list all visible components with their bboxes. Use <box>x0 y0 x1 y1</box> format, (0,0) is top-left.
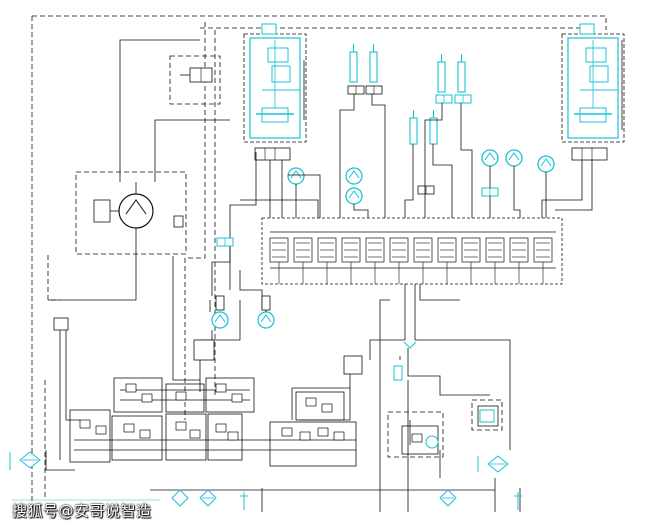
filters-and-sources <box>9 409 522 510</box>
valve-symbol <box>281 427 293 437</box>
valve-bank-section <box>269 237 289 284</box>
valve-bank-section <box>485 237 505 284</box>
valve-symbol <box>175 421 187 431</box>
valve-bank-sections <box>269 237 553 284</box>
valve-bank-section <box>365 237 385 284</box>
valve-symbol <box>79 419 91 429</box>
cylinder-assembly-right <box>561 23 625 161</box>
valve-symbol <box>215 383 227 393</box>
valve-symbol <box>411 433 423 443</box>
dashed-boundaries <box>31 15 607 512</box>
valve-bank-section <box>317 237 337 284</box>
valve-bank-section <box>533 237 553 284</box>
main-pump <box>93 182 184 255</box>
valve-bank-section <box>413 237 433 284</box>
cylinder-assembly-left <box>243 23 307 161</box>
piping <box>45 39 593 512</box>
valve-symbol <box>321 403 333 413</box>
valve-bank-section <box>509 237 529 284</box>
valve-symbol <box>299 431 311 441</box>
valve-symbol <box>123 423 135 433</box>
valve-symbol <box>141 393 153 403</box>
directional-valve-bank <box>261 217 563 285</box>
valve-bank-section <box>293 237 313 284</box>
pilot-valve <box>180 67 213 83</box>
valve-symbol <box>139 429 151 439</box>
upper-cylinders <box>349 44 466 145</box>
cylinder-check-valves <box>347 85 499 197</box>
valve-symbol <box>125 383 137 393</box>
valve-symbol <box>227 431 239 441</box>
valve-bank-section <box>461 237 481 284</box>
valve-bank-section <box>341 237 361 284</box>
watermark-text: 搜狐号@安哥说智造 <box>12 502 152 520</box>
mid-valves <box>53 237 417 381</box>
valve-symbol <box>305 397 317 407</box>
valve-bank-section <box>389 237 409 284</box>
valve-symbol <box>175 391 187 401</box>
valve-symbol <box>317 427 329 437</box>
valve-symbol <box>333 431 345 441</box>
valve-bank-section <box>437 237 457 284</box>
valve-symbol <box>231 393 243 403</box>
valve-symbol <box>215 423 227 433</box>
bottom-valve-details <box>79 383 423 443</box>
valve-symbol <box>95 425 107 435</box>
valve-symbol <box>189 429 201 439</box>
